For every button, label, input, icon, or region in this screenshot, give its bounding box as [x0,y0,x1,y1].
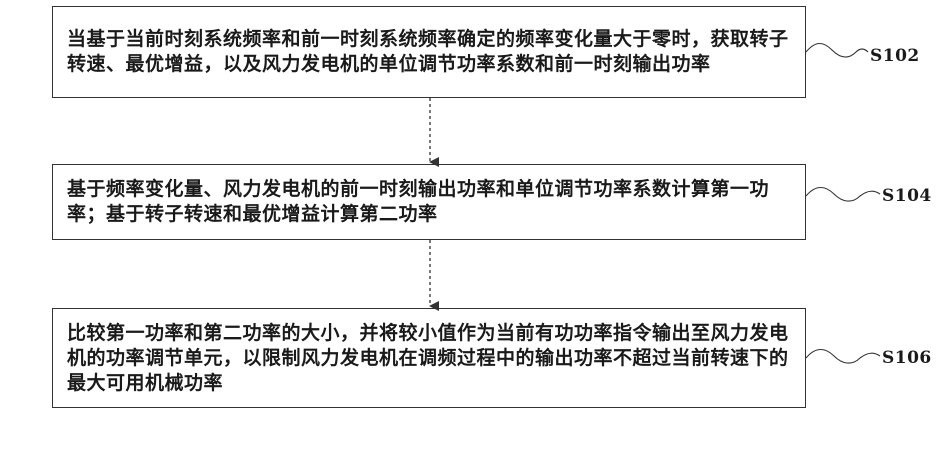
leader-s102 [806,44,868,58]
step-label-s104: S104 [882,186,932,206]
step-text-s102: 当基于当前时刻系统频率和前一时刻系统频率确定的频率变化量大于零时，获取转子转速、… [67,27,795,77]
step-text-s106: 比较第一功率和第二功率的大小，并将较小值作为当前有功功率指令输出至风力发电机的功… [67,321,795,396]
leader-s104 [806,188,880,202]
step-box-s102: 当基于当前时刻系统频率和前一时刻系统频率确定的频率变化量大于零时，获取转子转速、… [52,6,806,98]
step-label-s102: S102 [870,46,920,66]
step-box-s106: 比较第一功率和第二功率的大小，并将较小值作为当前有功功率指令输出至风力发电机的功… [52,308,806,408]
leader-s106 [806,350,880,364]
step-box-s104: 基于频率变化量、风力发电机的前一时刻输出功率和单位调节功率系数计算第一功率；基于… [52,164,806,240]
step-text-s104: 基于频率变化量、风力发电机的前一时刻输出功率和单位调节功率系数计算第一功率；基于… [67,177,795,227]
step-label-s106: S106 [882,348,932,368]
